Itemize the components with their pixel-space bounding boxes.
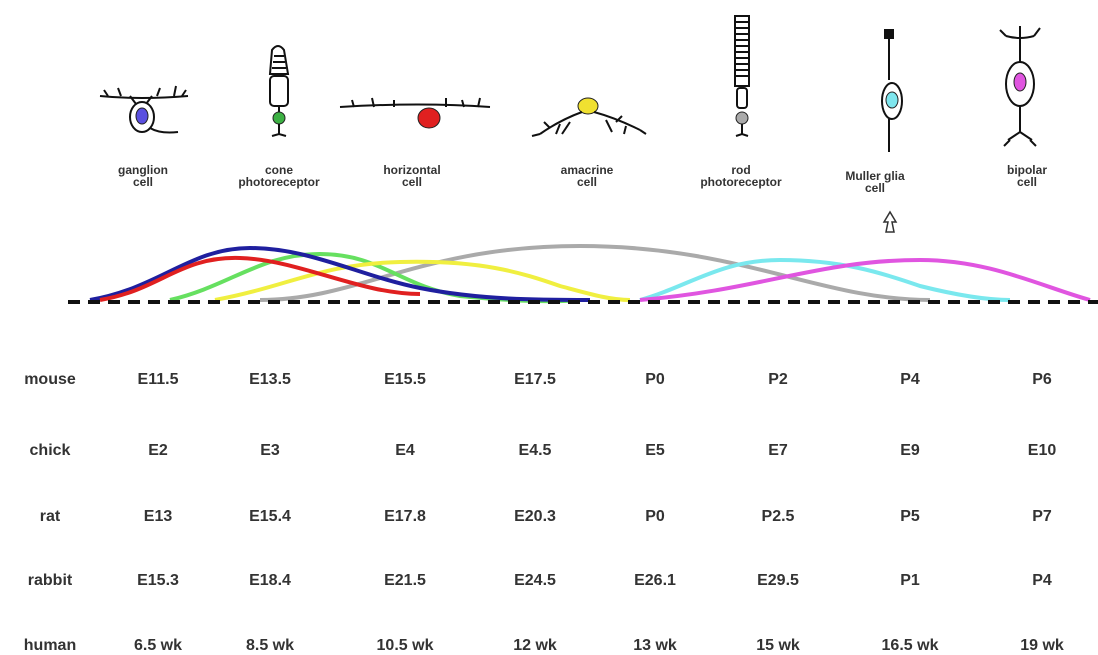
age-value-rat-0: E13 [143, 508, 173, 525]
age-value-rabbit-7: P4 [1032, 572, 1052, 589]
age-value-mouse-6: P4 [900, 371, 920, 388]
age-value-chick-2: E4 [395, 442, 415, 459]
curve-horizontal [99, 255, 421, 302]
age-value-rat-3: E20.3 [514, 508, 556, 525]
species-label-rat: rat [39, 508, 61, 525]
age-value-human-3: 12 wk [513, 637, 557, 654]
species-label-rabbit: rabbit [27, 572, 73, 589]
age-value-chick-0: E2 [148, 442, 168, 459]
age-value-chick-5: E7 [768, 442, 788, 459]
age-value-mouse-0: E11.5 [137, 371, 179, 388]
age-value-chick-1: E3 [260, 442, 280, 459]
muller-glia-cell-icon [881, 29, 903, 152]
age-value-human-6: 16.5 wk [881, 637, 939, 654]
horizontal-cell-icon [339, 97, 491, 129]
age-value-rabbit-1: E18.4 [249, 572, 291, 589]
age-value-human-1: 8.5 wk [245, 637, 295, 654]
birth-order-curves [68, 243, 1098, 304]
age-value-human-4: 13 wk [633, 637, 677, 654]
bipolar-cell-icon [999, 26, 1041, 147]
age-value-mouse-4: P0 [645, 371, 665, 388]
age-value-human-0: 6.5 wk [133, 637, 183, 654]
ganglion-cell-icon [99, 85, 189, 134]
age-value-chick-4: E5 [645, 442, 665, 459]
age-value-mouse-3: E17.5 [514, 371, 556, 388]
age-value-rabbit-2: E21.5 [384, 572, 426, 589]
species-label-human: human [23, 637, 77, 654]
age-value-rabbit-6: P1 [900, 572, 920, 589]
amacrine-cell-icon [531, 97, 647, 137]
curve-rod [259, 243, 931, 302]
age-value-rabbit-5: E29.5 [757, 572, 799, 589]
age-value-human-7: 19 wk [1020, 637, 1064, 654]
curve-bipolar [639, 257, 1091, 302]
curve-ganglion [89, 245, 591, 302]
age-value-rat-7: P7 [1032, 508, 1052, 525]
age-value-rabbit-0: E15.3 [137, 572, 179, 589]
rod-photoreceptor-icon [734, 15, 750, 137]
age-value-rat-4: P0 [645, 508, 665, 525]
age-value-human-5: 15 wk [756, 637, 800, 654]
age-value-rat-5: P2.5 [761, 508, 795, 525]
age-value-rat-2: E17.8 [384, 508, 426, 525]
age-value-chick-6: E9 [900, 442, 920, 459]
cell-illustrations [99, 15, 1041, 233]
age-value-rat-1: E15.4 [249, 508, 291, 525]
up-arrow-icon [882, 210, 898, 233]
species-label-mouse: mouse [24, 371, 76, 388]
age-value-rabbit-4: E26.1 [634, 572, 676, 589]
age-value-rabbit-3: E24.5 [514, 572, 556, 589]
species-label-chick: chick [29, 442, 71, 459]
age-value-mouse-1: E13.5 [249, 371, 291, 388]
age-value-mouse-5: P2 [768, 371, 788, 388]
curve-amacrine [214, 259, 631, 302]
age-value-rat-6: P5 [900, 508, 920, 525]
age-value-chick-7: E10 [1027, 442, 1057, 459]
age-value-mouse-2: E15.5 [384, 371, 426, 388]
cone-photoreceptor-icon [268, 45, 290, 137]
age-value-mouse-7: P6 [1032, 371, 1052, 388]
age-value-human-2: 10.5 wk [376, 637, 434, 654]
age-value-chick-3: E4.5 [518, 442, 552, 459]
